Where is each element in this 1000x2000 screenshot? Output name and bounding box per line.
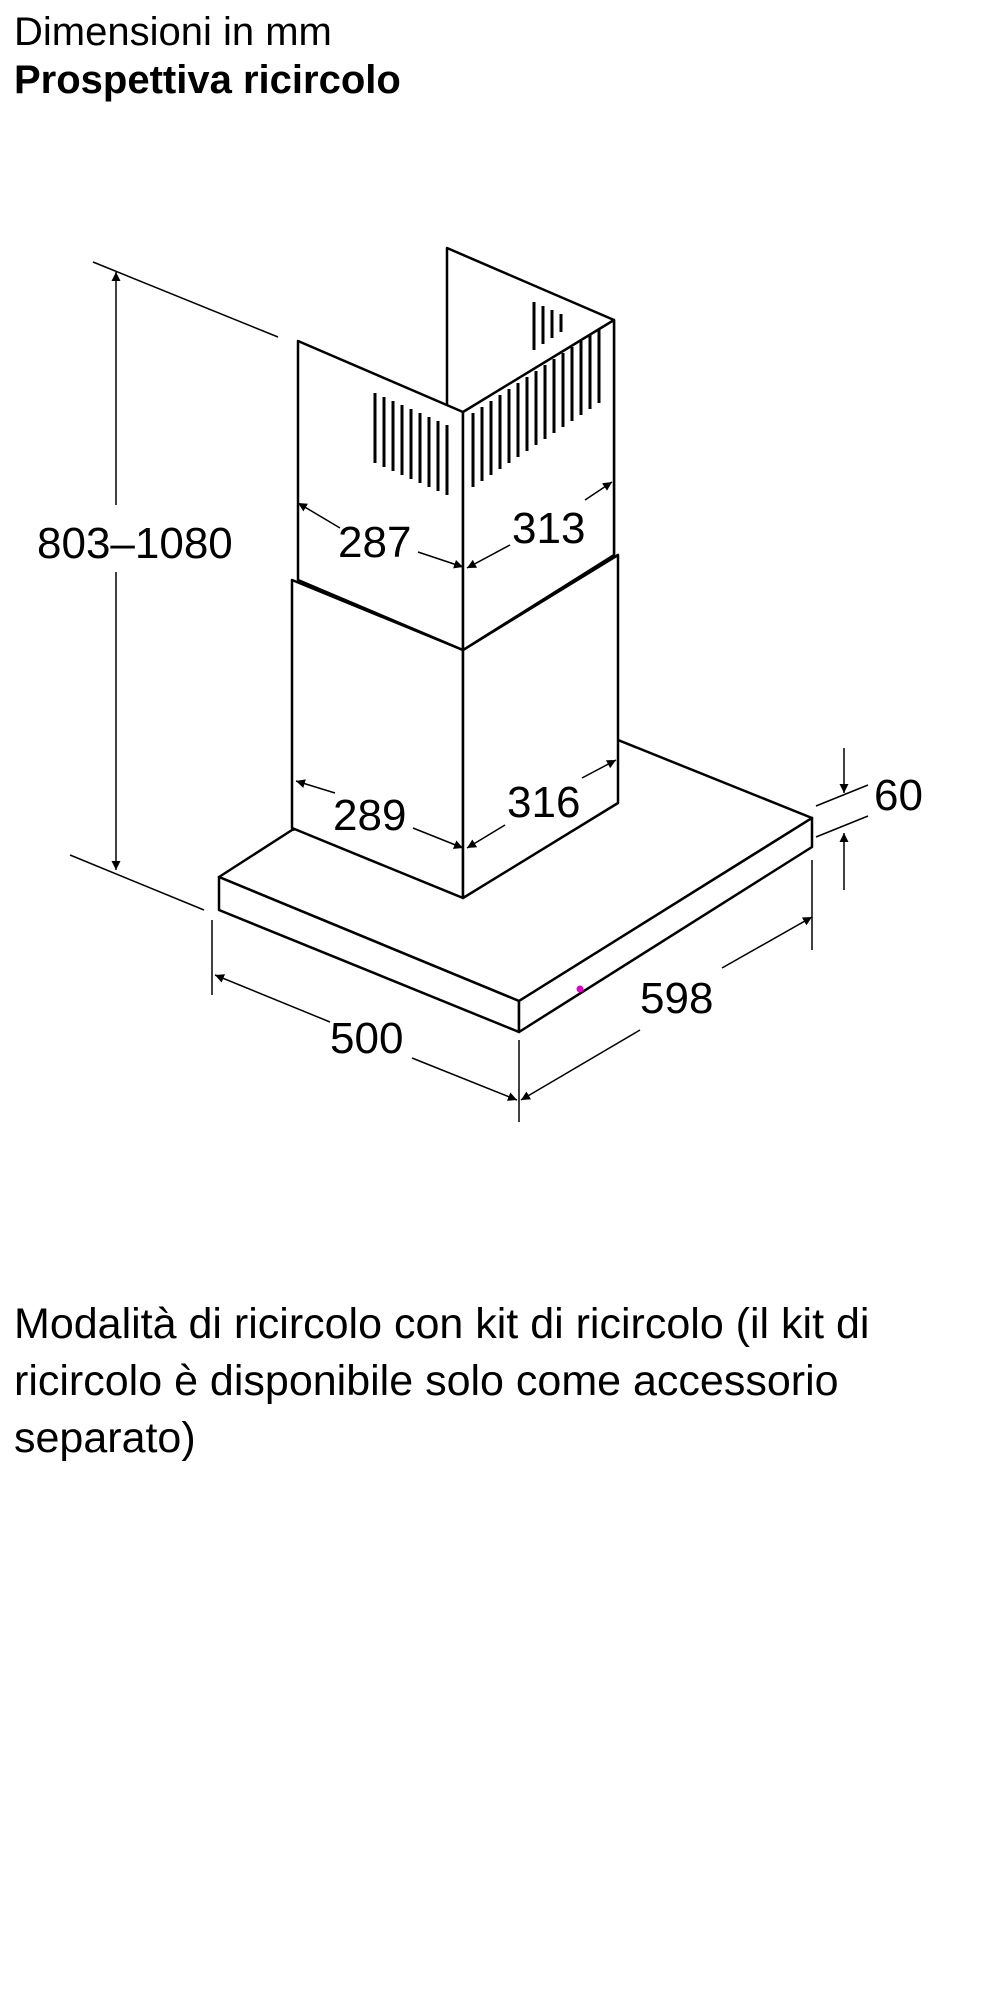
upper-depth-arrow-right <box>584 481 613 501</box>
dim-lower-width: 289 <box>333 791 406 840</box>
vent-slots <box>373 302 601 495</box>
page-subtitle: Prospettiva ricircolo <box>14 58 401 102</box>
dim-canopy-depth: 500 <box>330 1014 403 1063</box>
lower-width-arrow-left <box>295 779 336 794</box>
dim-total-height: 803–1080 <box>37 519 233 568</box>
dim-canopy-width: 598 <box>640 974 713 1023</box>
hood-dimension-drawing: 803–1080 287 313 289 316 60 500 598 <box>37 246 923 1122</box>
page-title: Dimensioni in mm <box>14 10 332 54</box>
upper-width-arrow-left <box>297 502 341 529</box>
extension-lines <box>69 261 869 1122</box>
lower-depth-arrow-left <box>466 824 506 849</box>
lower-width-arrow-right <box>412 827 464 849</box>
caption-text: Modalità di ricircolo con kit di ricirco… <box>14 1300 870 1462</box>
dim-lower-depth: 316 <box>507 778 580 827</box>
upper-width-arrow-right <box>417 551 464 569</box>
lower-depth-arrow-right <box>581 759 617 779</box>
dimension-arrows <box>111 272 849 1101</box>
canopy-width-arrow-right <box>721 916 813 969</box>
canopy-side-face <box>517 816 814 1034</box>
marker-dot <box>576 985 584 993</box>
canopy-width-arrow-left <box>520 1029 641 1101</box>
lower-chimney-side <box>461 553 620 900</box>
dimension-labels: 803–1080 287 313 289 316 60 500 598 <box>37 504 923 1063</box>
canopy-depth-arrow-right <box>411 1057 518 1101</box>
dim-upper-depth: 313 <box>512 504 585 553</box>
canopy-depth-arrow-left <box>214 974 331 1023</box>
dim-canopy-height: 60 <box>874 771 923 820</box>
hood-outline <box>217 246 814 1034</box>
dim-upper-width: 287 <box>338 518 411 567</box>
upper-depth-arrow-left <box>466 544 511 569</box>
